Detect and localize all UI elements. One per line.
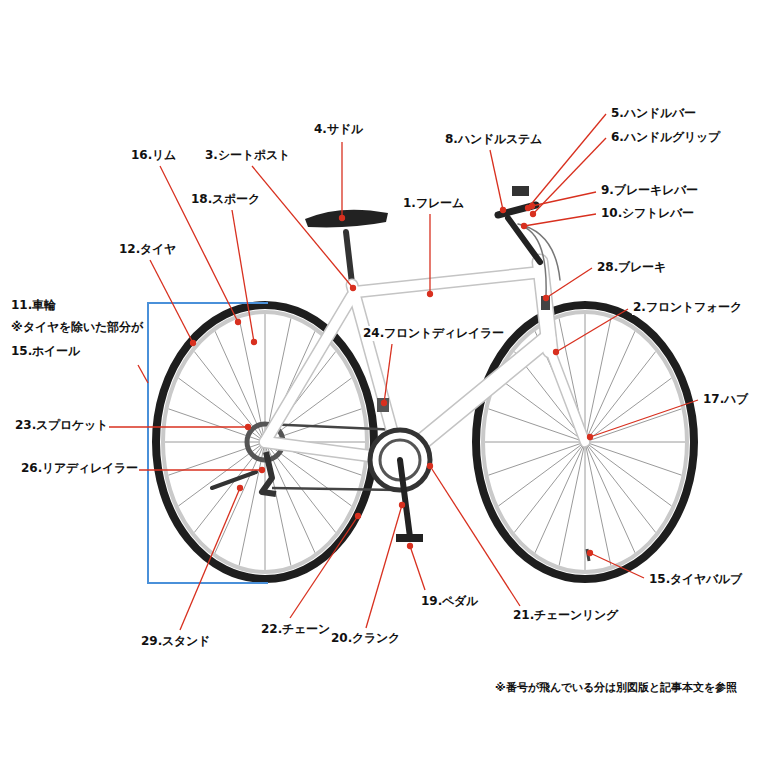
part-label: 29.スタンド bbox=[140, 634, 211, 649]
part-label: 11.車輪 bbox=[10, 298, 57, 313]
leader-lines bbox=[102, 114, 698, 630]
part-label: 21.チェーンリング bbox=[512, 608, 619, 623]
part-label: 10.シフトレバー bbox=[600, 206, 695, 221]
saddle bbox=[305, 210, 388, 228]
pedal bbox=[396, 534, 423, 542]
part-label: 15.ホイール bbox=[10, 344, 81, 359]
chain-top bbox=[265, 424, 400, 430]
part-label: 3.シートポスト bbox=[204, 148, 291, 163]
part-label: 22.チェーン bbox=[260, 622, 331, 637]
spokes bbox=[485, 314, 685, 570]
rim bbox=[483, 312, 687, 572]
part-label: 23.スプロケット bbox=[14, 418, 109, 433]
chain-bottom bbox=[272, 488, 398, 490]
part-label: 17.ハブ bbox=[702, 392, 749, 407]
part-label: 12.タイヤ bbox=[118, 242, 177, 257]
part-label: 16.リム bbox=[130, 148, 177, 163]
footnote: ※番号が飛んでいる分は別図版と記事本文を参照 bbox=[494, 680, 738, 695]
part-label: 26.リアディレイラー bbox=[20, 461, 139, 476]
wheel-bracket bbox=[148, 303, 268, 583]
brake bbox=[541, 296, 550, 310]
part-label: 4.サドル bbox=[313, 122, 364, 137]
part-label: 1.フレーム bbox=[402, 196, 465, 211]
part-label: 15.タイヤバルブ bbox=[648, 572, 743, 587]
front-derailleur bbox=[377, 398, 389, 412]
part-label: 9.ブレーキレバー bbox=[600, 183, 699, 198]
part-label: 6.ハンドルグリップ bbox=[610, 130, 721, 145]
part-label: 24.フロントディレイラー bbox=[362, 326, 505, 341]
part-label: ※タイヤを除いた部分が bbox=[10, 320, 144, 335]
part-label: 5.ハンドルバー bbox=[610, 106, 697, 121]
part-label: 8.ハンドルステム bbox=[444, 132, 543, 147]
rear-derailleur bbox=[262, 452, 276, 494]
crank bbox=[400, 460, 410, 537]
part-label: 19.ペダル bbox=[420, 594, 479, 609]
tire bbox=[476, 305, 694, 579]
kickstand bbox=[212, 472, 256, 488]
part-label: 28.ブレーキ bbox=[596, 260, 667, 275]
front-wheel bbox=[476, 305, 694, 579]
part-label: 20.クランク bbox=[330, 631, 401, 646]
part-label: 2.フロントフォーク bbox=[632, 300, 743, 315]
part-label: 18.スポーク bbox=[190, 192, 261, 207]
cycle-computer bbox=[512, 186, 529, 196]
